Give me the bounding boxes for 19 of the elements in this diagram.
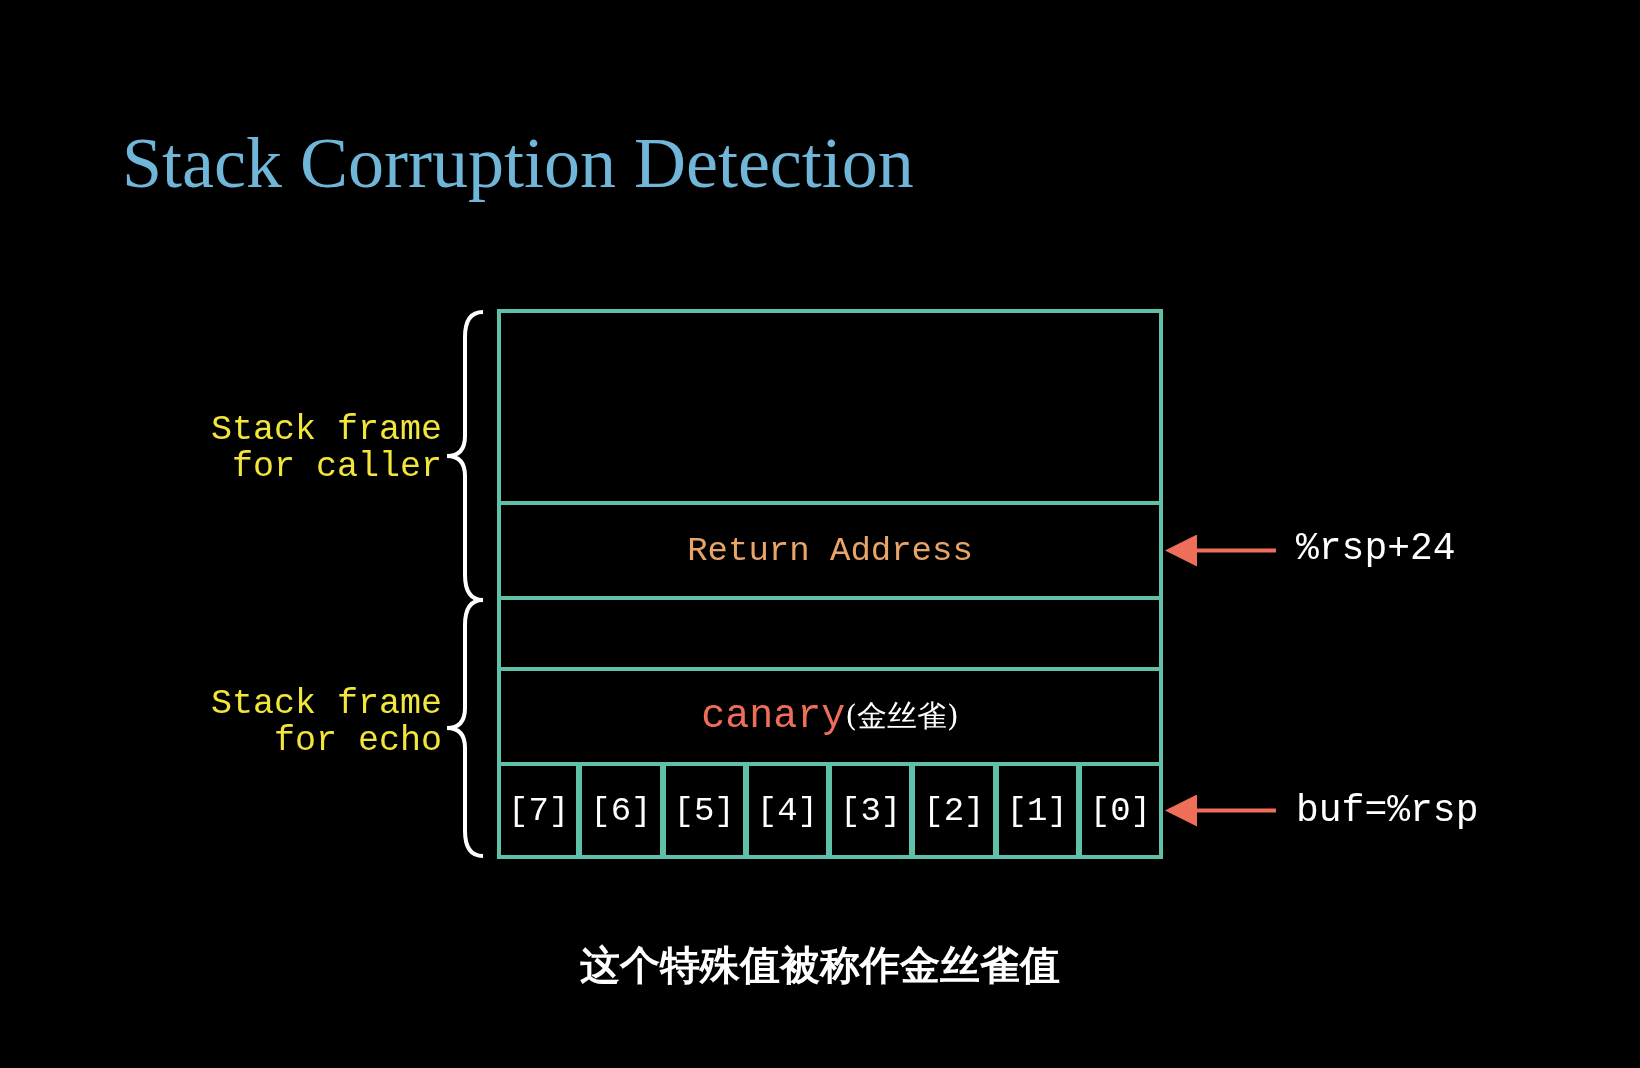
cell-label: [2] [923, 791, 985, 830]
cell-label: [6] [590, 791, 652, 830]
cell-label: [0] [1089, 791, 1151, 830]
cell-label: [1] [1006, 791, 1068, 830]
arrow [1165, 794, 1276, 827]
frame-label: Stack frame for echo [209, 686, 442, 760]
cell-label: [4] [756, 791, 818, 830]
cell-label: [7] [508, 791, 570, 830]
cell-label: canary [701, 694, 846, 739]
cell-label: [5] [673, 791, 735, 830]
register-label: buf=%rsp [1296, 788, 1479, 832]
register-label: %rsp+24 [1296, 526, 1456, 570]
cell-label: Return Address [687, 531, 973, 570]
frame-label: Stack frame for caller [209, 412, 442, 486]
arrow [1165, 534, 1276, 567]
cell-label: [3] [840, 791, 902, 830]
chinese-note: (金丝雀) [845, 697, 959, 735]
slide-title: Stack Corruption Detection [122, 122, 914, 205]
subtitle: 这个特殊值被称作金丝雀值 [579, 941, 1061, 990]
